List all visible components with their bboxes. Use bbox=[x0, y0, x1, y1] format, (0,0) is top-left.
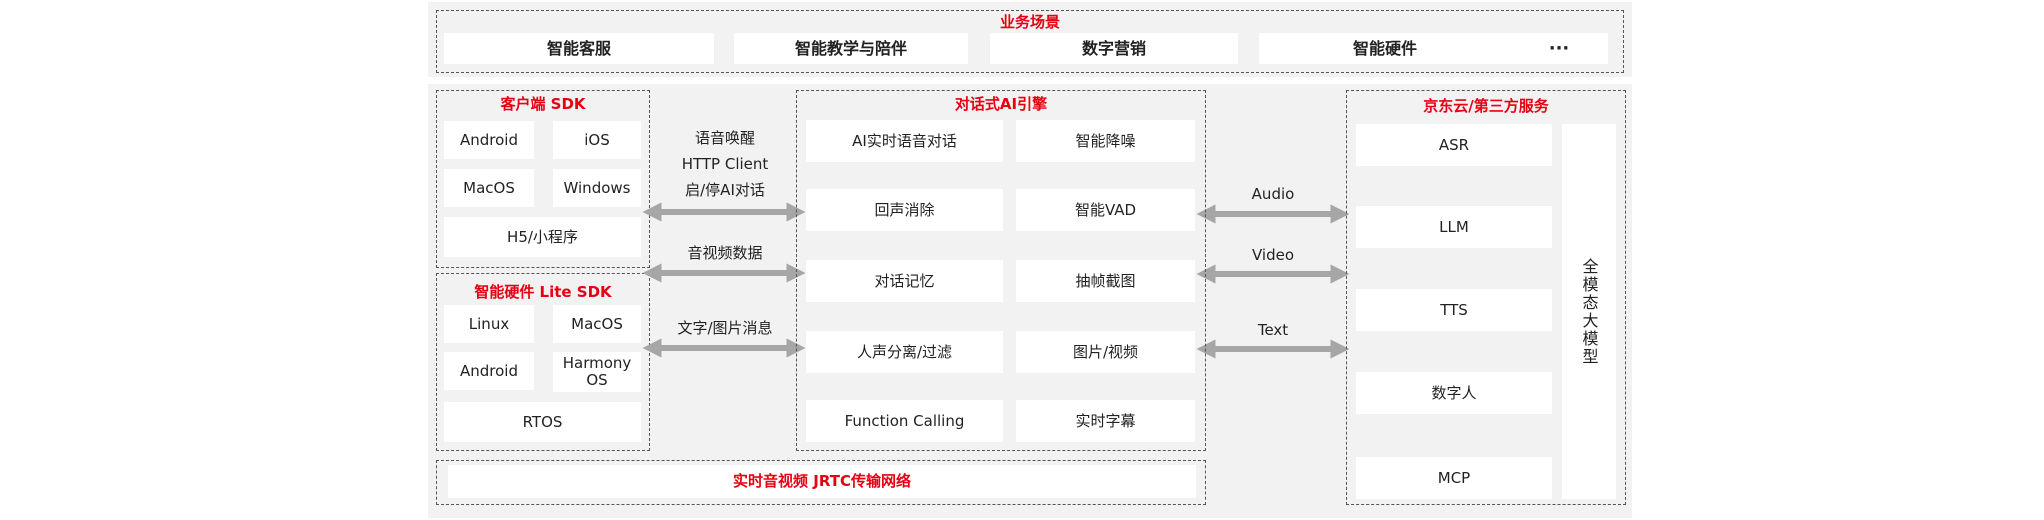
right-link-audio: Audio bbox=[1251, 185, 1295, 203]
network-label: 实时音视频 JRTC传输网络 bbox=[448, 465, 1196, 498]
engine-noise-reduction: 智能降噪 bbox=[1016, 120, 1195, 162]
client-sdk-ios: iOS bbox=[553, 121, 641, 159]
hardware-sdk-title: 智能硬件 Lite SDK bbox=[474, 283, 612, 301]
service-llm: LLM bbox=[1356, 206, 1552, 248]
service-asr: ASR bbox=[1356, 124, 1552, 166]
left-link-line-1: 语音唤醒 bbox=[694, 129, 755, 147]
service-digital-human: 数字人 bbox=[1356, 372, 1552, 414]
engine-subtitles: 实时字幕 bbox=[1016, 400, 1195, 442]
business-border bbox=[436, 10, 1624, 73]
client-sdk-android: Android bbox=[444, 121, 534, 159]
business-item-teaching: 智能教学与陪伴 bbox=[734, 33, 968, 64]
engine-voice-separation: 人声分离/过滤 bbox=[806, 331, 1003, 373]
business-item-more: ··· bbox=[1510, 33, 1608, 64]
ai-engine-group bbox=[796, 90, 1206, 451]
client-sdk-title: 客户端 SDK bbox=[500, 95, 586, 113]
client-sdk-h5: H5/小程序 bbox=[444, 217, 641, 257]
business-item-customer-service: 智能客服 bbox=[444, 33, 714, 64]
right-link-video: Video bbox=[1251, 246, 1295, 264]
service-omni-model: 全模态大模型 bbox=[1562, 124, 1616, 499]
client-sdk-macos: MacOS bbox=[444, 169, 534, 207]
engine-realtime-voice: AI实时语音对话 bbox=[806, 120, 1003, 162]
business-item-marketing: 数字营销 bbox=[990, 33, 1238, 64]
right-link-text: Text bbox=[1257, 321, 1289, 339]
hardware-sdk-rtos: RTOS bbox=[444, 402, 641, 442]
left-link-line-3: 启/停AI对话 bbox=[685, 181, 765, 199]
jd-services-group bbox=[1346, 90, 1626, 505]
engine-function-calling: Function Calling bbox=[806, 400, 1003, 442]
jd-services-title: 京东云/第三方服务 bbox=[1423, 97, 1549, 115]
service-tts: TTS bbox=[1356, 289, 1552, 331]
engine-memory: 对话记忆 bbox=[806, 260, 1003, 302]
hardware-sdk-linux: Linux bbox=[444, 305, 534, 343]
hardware-sdk-macos: MacOS bbox=[553, 305, 641, 343]
hardware-sdk-harmony: Harmony OS bbox=[553, 352, 641, 392]
left-link-av-data: 音视频数据 bbox=[687, 244, 763, 262]
left-link-text-image: 文字/图片消息 bbox=[677, 319, 773, 337]
service-mcp: MCP bbox=[1356, 457, 1552, 499]
engine-echo-cancel: 回声消除 bbox=[806, 189, 1003, 231]
service-omni-model-label: 全模态大模型 bbox=[1579, 257, 1599, 366]
client-sdk-windows: Windows bbox=[553, 169, 641, 207]
client-sdk-group bbox=[436, 90, 650, 268]
engine-vad: 智能VAD bbox=[1016, 189, 1195, 231]
business-title: 业务场景 bbox=[999, 13, 1060, 31]
network-group bbox=[436, 460, 1206, 505]
hardware-sdk-android: Android bbox=[444, 352, 534, 390]
engine-frame-capture: 抽帧截图 bbox=[1016, 260, 1195, 302]
left-link-line-2: HTTP Client bbox=[681, 155, 769, 173]
business-item-hardware: 智能硬件 bbox=[1259, 33, 1511, 64]
hardware-sdk-group bbox=[436, 273, 650, 451]
ai-engine-title: 对话式AI引擎 bbox=[954, 95, 1048, 113]
engine-image-video: 图片/视频 bbox=[1016, 331, 1195, 373]
